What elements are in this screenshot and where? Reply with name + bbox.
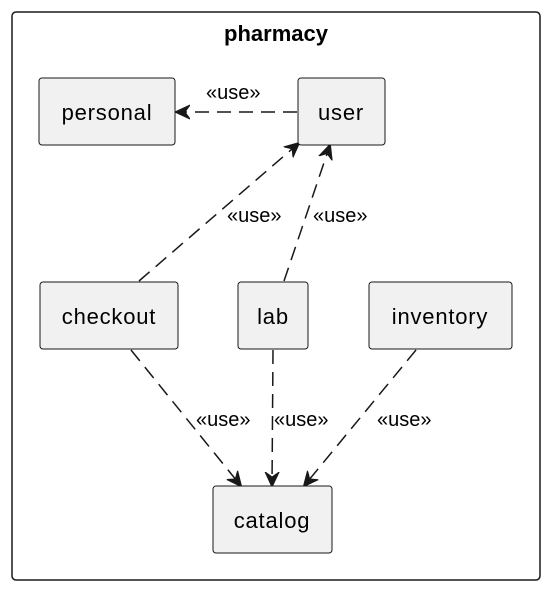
edge-label-lab-catalog: «use» (274, 409, 329, 431)
edge-label-checkout-catalog: «use» (196, 409, 251, 431)
edge-inventory-catalog (304, 349, 417, 486)
edges (130, 112, 417, 486)
node-catalog[interactable]: catalog (212, 485, 333, 554)
edge-label-user-personal: «use» (206, 82, 261, 104)
node-user[interactable]: user (297, 77, 386, 146)
edge-checkout-user (138, 143, 299, 282)
node-checkout[interactable]: checkout (39, 281, 179, 350)
node-user-label: user (318, 100, 364, 125)
node-lab-label: lab (257, 304, 289, 329)
node-inventory[interactable]: inventory (368, 281, 513, 350)
edge-label-lab-user: «use» (313, 205, 368, 227)
node-personal-box (38, 77, 176, 146)
node-personal[interactable]: personal (38, 77, 176, 146)
edge-label-checkout-user: «use» (227, 205, 282, 227)
node-personal-label: personal (62, 100, 153, 125)
edge-lab-catalog (272, 349, 273, 486)
node-inventory-label: inventory (392, 304, 488, 329)
node-inventory-box (368, 281, 513, 350)
node-user-box (297, 77, 386, 146)
package-title: pharmacy (224, 21, 329, 46)
node-lab[interactable]: lab (237, 281, 309, 350)
edge-checkout-catalog (130, 349, 241, 486)
node-lab-box (237, 281, 309, 350)
edge-label-inventory-catalog: «use» (377, 409, 432, 431)
package-frame (11, 11, 541, 581)
node-catalog-label: catalog (234, 508, 311, 533)
node-checkout-label: checkout (62, 304, 156, 329)
edge-labels: «use» «use» «use» «use» «use» «use» (196, 82, 432, 431)
node-checkout-box (39, 281, 179, 350)
edge-lab-user (283, 145, 330, 282)
node-catalog-box (212, 485, 333, 554)
